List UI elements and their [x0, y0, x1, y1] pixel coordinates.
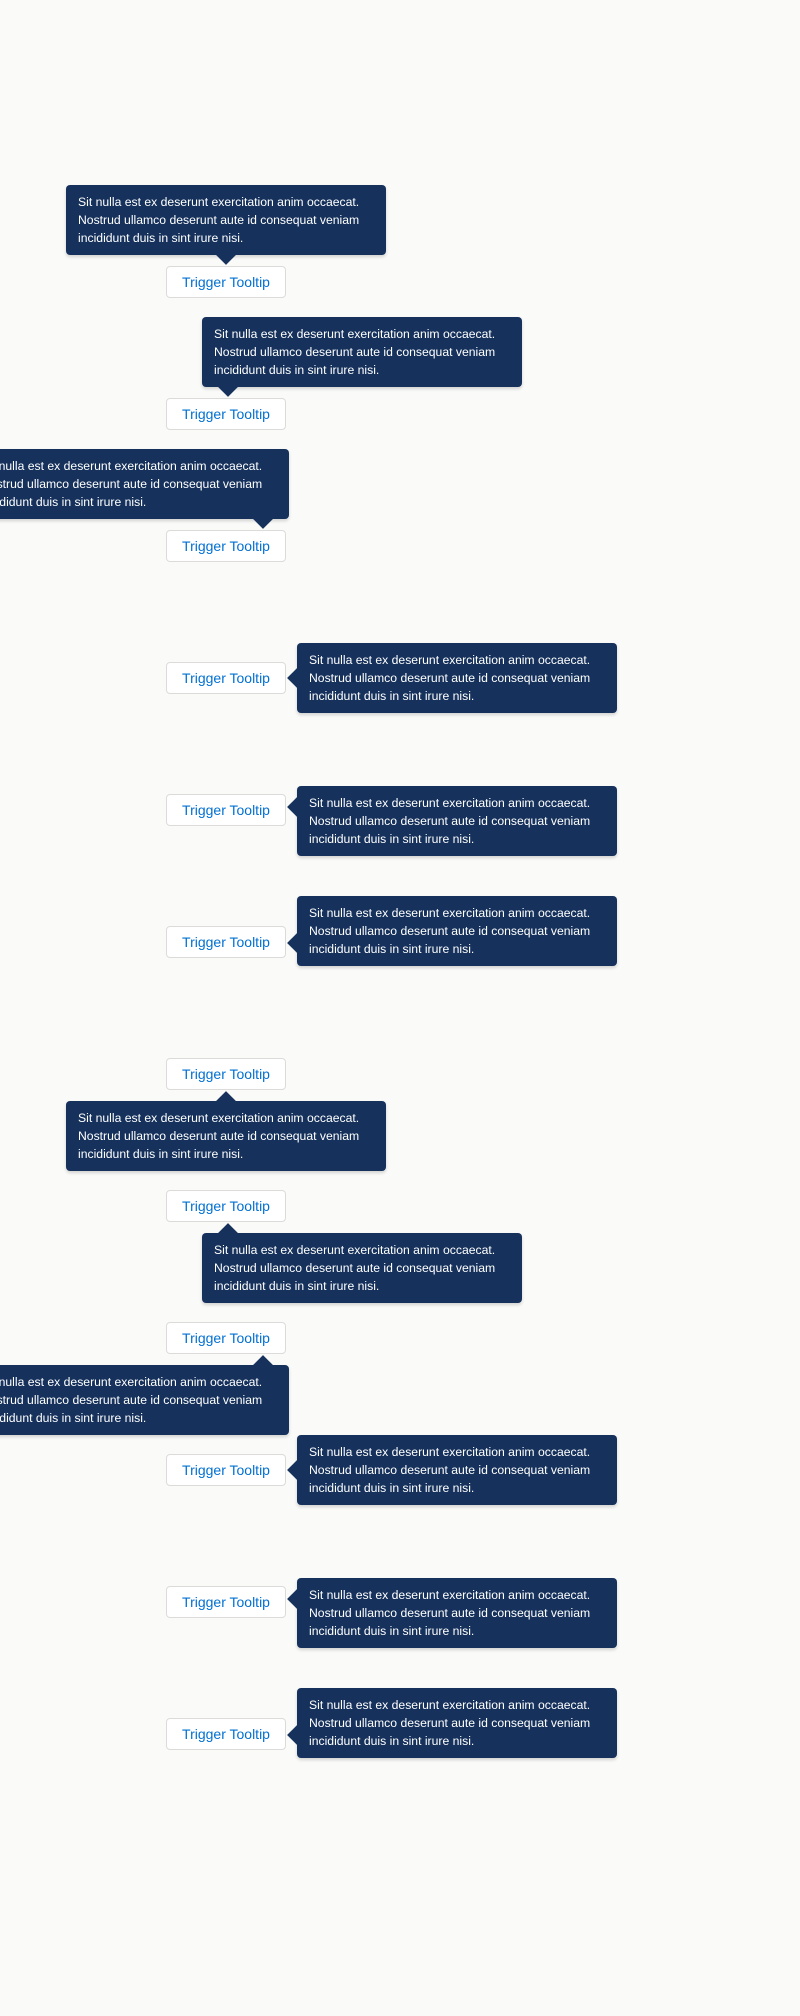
tooltip-line: Sit nulla est ex deserunt exercitation a… — [214, 1243, 496, 1257]
tooltip-line: Sit nulla est ex deserunt exercitation a… — [78, 195, 360, 209]
tooltip-nubbin — [287, 1589, 307, 1609]
tooltip-line: Sit nulla est ex deserunt exercitation a… — [214, 327, 496, 341]
tooltip: Sit nulla est ex deserunt exercitation a… — [287, 643, 617, 713]
tooltip-line: incididunt duis in sint irure nisi. — [78, 1147, 244, 1161]
tooltip-nubbin — [218, 1223, 238, 1243]
trigger-tooltip-button[interactable]: Trigger Tooltip — [166, 530, 286, 562]
trigger-tooltip-button[interactable]: Trigger Tooltip — [166, 266, 286, 298]
tooltip-line: incididunt duis in sint irure nisi. — [309, 942, 475, 956]
tooltip-line: Nostrud ullamco deserunt aute id consequ… — [0, 1393, 263, 1407]
tooltip-line: Sit nulla est ex deserunt exercitation a… — [309, 1698, 591, 1712]
tooltip: Sit nulla est ex deserunt exercitation a… — [287, 1688, 617, 1758]
tooltip-line: Sit nulla est ex deserunt exercitation a… — [78, 1111, 360, 1125]
tooltip-line: incididunt duis in sint irure nisi. — [309, 832, 475, 846]
tooltip-line: Sit nulla est ex deserunt exercitation a… — [309, 796, 591, 810]
tooltip-nubbin — [216, 1091, 236, 1111]
tooltip-line: Nostrud ullamco deserunt aute id consequ… — [214, 345, 496, 359]
tooltip-line: incididunt duis in sint irure nisi. — [309, 689, 475, 703]
tooltip: Sit nulla est ex deserunt exercitation a… — [287, 1435, 617, 1505]
tooltip: Sit nulla est ex deserunt exercitation a… — [202, 1223, 522, 1303]
tooltip-line: Sit nulla est ex deserunt exercitation a… — [0, 1375, 263, 1389]
tooltip: Sit nulla est ex deserunt exercitation a… — [202, 317, 522, 397]
tooltip-nubbin — [287, 797, 307, 817]
trigger-tooltip-button[interactable]: Trigger Tooltip — [166, 1586, 286, 1618]
tooltip-line: incididunt duis in sint irure nisi. — [0, 1411, 147, 1425]
tooltip-line: Sit nulla est ex deserunt exercitation a… — [309, 906, 591, 920]
tooltip: Sit nulla est ex deserunt exercitation a… — [0, 449, 289, 529]
tooltip: Sit nulla est ex deserunt exercitation a… — [287, 896, 617, 966]
tooltip-line: incididunt duis in sint irure nisi. — [309, 1734, 475, 1748]
tooltip-line: incididunt duis in sint irure nisi. — [78, 231, 244, 245]
tooltip-line: incididunt duis in sint irure nisi. — [214, 1279, 380, 1293]
tooltip: Sit nulla est ex deserunt exercitation a… — [66, 185, 386, 265]
tooltip-line: Nostrud ullamco deserunt aute id consequ… — [309, 671, 591, 685]
trigger-tooltip-button[interactable]: Trigger Tooltip — [166, 794, 286, 826]
tooltip-nubbin — [287, 668, 307, 688]
tooltip-nubbin — [218, 377, 238, 397]
tooltip-nubbin — [216, 245, 236, 265]
trigger-tooltip-button[interactable]: Trigger Tooltip — [166, 1322, 286, 1354]
tooltip-line: Nostrud ullamco deserunt aute id consequ… — [309, 1463, 591, 1477]
tooltip-line: incididunt duis in sint irure nisi. — [309, 1481, 475, 1495]
tooltip: Sit nulla est ex deserunt exercitation a… — [287, 1578, 617, 1648]
trigger-tooltip-button[interactable]: Trigger Tooltip — [166, 926, 286, 958]
tooltip: Sit nulla est ex deserunt exercitation a… — [287, 786, 617, 856]
trigger-tooltip-button[interactable]: Trigger Tooltip — [166, 1718, 286, 1750]
tooltip-line: Sit nulla est ex deserunt exercitation a… — [309, 1588, 591, 1602]
tooltip-nubbin — [287, 1460, 307, 1480]
tooltip-line: Sit nulla est ex deserunt exercitation a… — [0, 459, 263, 473]
tooltip-line: Sit nulla est ex deserunt exercitation a… — [309, 1445, 591, 1459]
tooltip-nubbin — [253, 1355, 273, 1375]
tooltip-line: Nostrud ullamco deserunt aute id consequ… — [78, 1129, 360, 1143]
tooltip-line: Nostrud ullamco deserunt aute id consequ… — [309, 1606, 591, 1620]
tooltip-line: incididunt duis in sint irure nisi. — [0, 495, 147, 509]
trigger-tooltip-button[interactable]: Trigger Tooltip — [166, 1058, 286, 1090]
tooltip: Sit nulla est ex deserunt exercitation a… — [0, 1355, 289, 1435]
tooltip: Sit nulla est ex deserunt exercitation a… — [66, 1091, 386, 1171]
trigger-tooltip-button[interactable]: Trigger Tooltip — [166, 1190, 286, 1222]
tooltip-line: incididunt duis in sint irure nisi. — [309, 1624, 475, 1638]
tooltip-line: Sit nulla est ex deserunt exercitation a… — [309, 653, 591, 667]
tooltip-nubbin — [287, 1725, 307, 1745]
trigger-tooltip-button[interactable]: Trigger Tooltip — [166, 398, 286, 430]
tooltip-line: Nostrud ullamco deserunt aute id consequ… — [309, 1716, 591, 1730]
tooltip-nubbin — [253, 509, 273, 529]
tooltip-line: Nostrud ullamco deserunt aute id consequ… — [78, 213, 360, 227]
tooltip-line: Nostrud ullamco deserunt aute id consequ… — [309, 814, 591, 828]
tooltip-nubbin — [287, 933, 307, 953]
tooltip-line: Nostrud ullamco deserunt aute id consequ… — [0, 477, 263, 491]
tooltip-line: Nostrud ullamco deserunt aute id consequ… — [309, 924, 591, 938]
trigger-tooltip-button[interactable]: Trigger Tooltip — [166, 1454, 286, 1486]
tooltip-line: incididunt duis in sint irure nisi. — [214, 363, 380, 377]
tooltip-line: Nostrud ullamco deserunt aute id consequ… — [214, 1261, 496, 1275]
trigger-tooltip-button[interactable]: Trigger Tooltip — [166, 662, 286, 694]
